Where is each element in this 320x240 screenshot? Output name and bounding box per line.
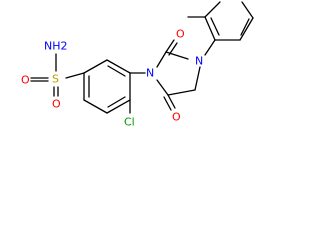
ring-b-double-bond xyxy=(240,18,250,36)
carbonyl-double-bond xyxy=(167,94,176,109)
ring-b-double-bond xyxy=(210,17,220,36)
chemical-structure-diagram: NH2 S O O Cl N N O O xyxy=(21,1,254,129)
ring-b-bond xyxy=(239,17,254,41)
ring-a-double-bond xyxy=(107,96,126,108)
nitrogen-1-label: N xyxy=(146,67,154,80)
oxygen-c5-label: O xyxy=(172,111,181,124)
imide-ring-bond xyxy=(156,79,169,96)
imide-ring-bond xyxy=(167,89,196,96)
ring-b-bond xyxy=(204,1,221,18)
bond-skeleton xyxy=(30,1,254,114)
chlorine-label: Cl xyxy=(124,116,135,129)
ring-b-bond xyxy=(204,16,216,41)
ring-a-bond xyxy=(106,99,131,114)
carbonyl-double-bond xyxy=(165,39,175,53)
carbonyl-double-bond xyxy=(163,96,172,111)
carbon-sulfur-bond xyxy=(65,72,85,79)
oxygen-upper-label: O xyxy=(21,74,30,87)
aryl-nitrogen-bond xyxy=(204,39,216,56)
imide-ring-bond xyxy=(194,66,201,91)
carbonyl-double-bond xyxy=(168,42,178,56)
sulfur-label: S xyxy=(52,73,59,86)
ring-a-bond xyxy=(106,59,131,74)
ring-b-bond xyxy=(241,1,254,19)
ring-a-double-bond xyxy=(107,65,126,77)
nitrogen-3-label: N xyxy=(195,55,203,68)
imide-ring-bond xyxy=(156,51,167,68)
atom-labels: NH2 S O O Cl N N O O xyxy=(21,28,203,129)
oxygen-lower-label: O xyxy=(52,98,61,111)
nh2-label: NH2 xyxy=(44,40,68,53)
ring-a-bond xyxy=(83,99,108,114)
oxygen-c2-label: O xyxy=(176,28,185,41)
ring-a-bond xyxy=(83,59,108,74)
